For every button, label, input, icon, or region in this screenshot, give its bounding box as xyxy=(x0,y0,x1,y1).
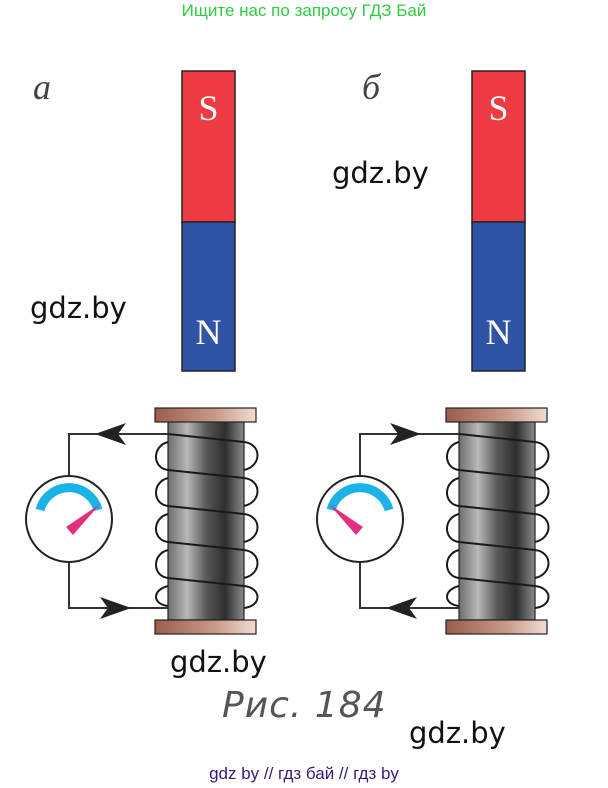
magnet-b: S N xyxy=(471,70,526,372)
current-arrow-b-top xyxy=(390,423,421,445)
current-arrow-a-bottom xyxy=(100,597,131,619)
coil-b xyxy=(445,407,550,635)
magnet-a-north xyxy=(181,221,236,372)
panel-label-b: б xyxy=(362,67,381,107)
watermark: gdz.by xyxy=(30,291,127,325)
panel-label-a: а xyxy=(33,67,51,107)
circuit-b-wires xyxy=(359,433,459,609)
coil-a-top-flange xyxy=(154,407,257,423)
magnet-a-south-label: S xyxy=(198,88,218,128)
coil-a-bottom-flange xyxy=(154,619,257,635)
galvanometer-b xyxy=(316,475,404,563)
coil-a-core xyxy=(167,419,245,621)
galvanometer-a-needle xyxy=(66,504,100,535)
footer-links: gdz by // гдз бай // гдз by xyxy=(209,764,399,783)
galvanometer-b-needle xyxy=(329,504,363,535)
coil-b-core xyxy=(458,419,536,621)
coil-a-winding xyxy=(155,433,259,609)
current-arrow-a-top xyxy=(95,423,126,445)
watermark: gdz.by xyxy=(332,156,429,190)
current-arrow-b-bottom xyxy=(386,597,417,619)
watermark: gdz.by xyxy=(170,645,267,679)
figure-caption: Рис. 184 xyxy=(222,685,387,726)
watermark: gdz.by xyxy=(409,716,506,750)
magnet-a: S N xyxy=(181,70,236,372)
coil-a xyxy=(154,407,259,635)
coil-b-bottom-flange xyxy=(445,619,548,635)
galvanometer-a xyxy=(25,475,113,563)
magnet-a-south xyxy=(181,70,236,223)
magnet-b-south xyxy=(471,70,526,223)
galvanometer-b-scale xyxy=(326,483,394,512)
magnet-b-north xyxy=(471,221,526,372)
magnet-a-north-label: N xyxy=(196,312,222,352)
magnet-b-south-label: S xyxy=(488,88,508,128)
galvanometer-a-scale xyxy=(35,483,103,512)
coil-b-winding xyxy=(446,433,550,609)
top-banner: Ищите нас по запросу ГДЗ Бай xyxy=(181,1,427,20)
circuit-a-wires xyxy=(68,433,168,609)
magnet-b-north-label: N xyxy=(486,312,512,352)
coil-b-top-flange xyxy=(445,407,548,423)
